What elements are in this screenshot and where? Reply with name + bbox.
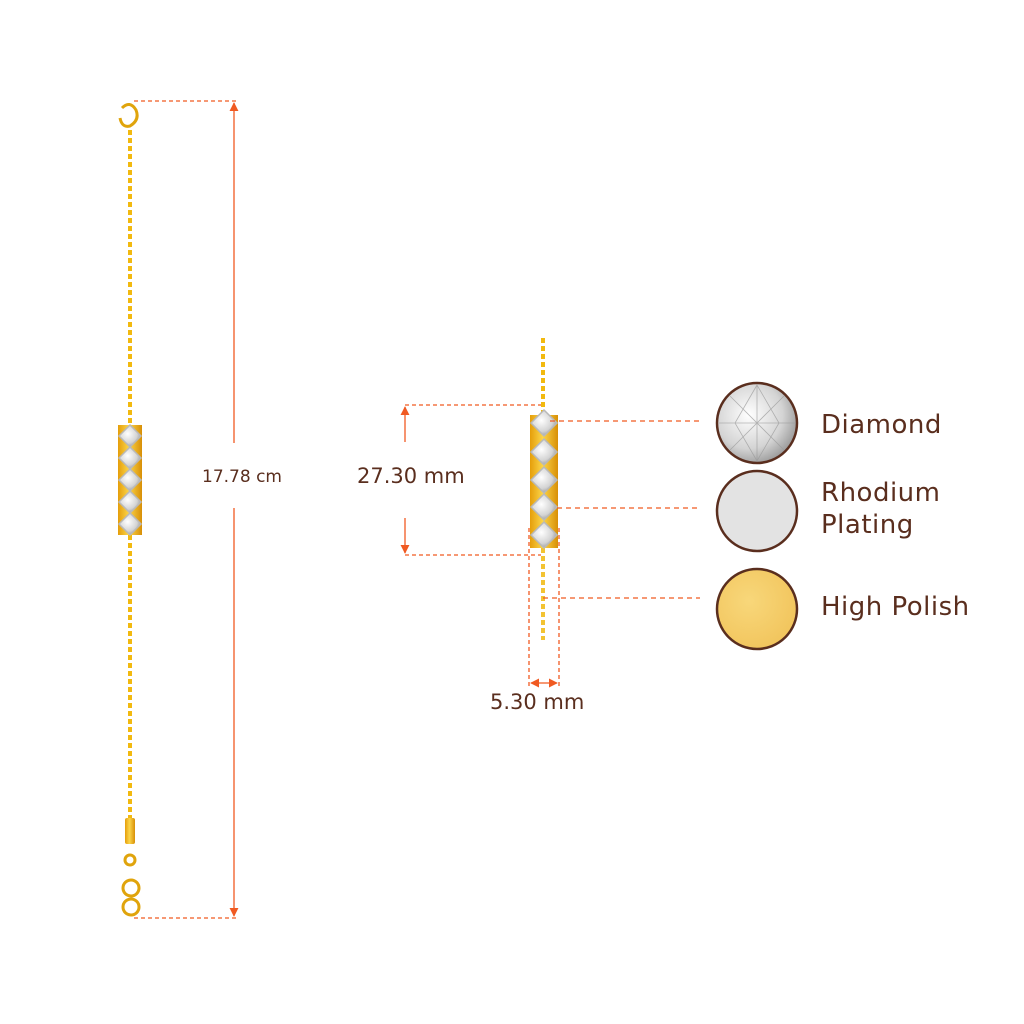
pendant-closeup bbox=[529, 338, 559, 640]
diamond-swatch bbox=[715, 381, 799, 465]
material-label-rhodium: Rhodium Plating bbox=[821, 477, 940, 541]
jump-ring bbox=[121, 897, 141, 917]
material-label-diamond: Diamond bbox=[821, 410, 942, 440]
jump-ring bbox=[121, 878, 141, 898]
material-label-rhodium-line1: Rhodium bbox=[821, 478, 941, 508]
lobster-clasp-icon bbox=[118, 103, 139, 128]
high-polish-swatch bbox=[715, 567, 799, 651]
pendant-width-label: 5.30 mm bbox=[490, 690, 585, 714]
extender-tag bbox=[125, 818, 135, 844]
material-label-rhodium-line2: Plating bbox=[821, 510, 914, 540]
pendant-dimensions bbox=[400, 404, 560, 688]
pendant-length-label: 27.30 mm bbox=[357, 464, 465, 488]
bracelet-full-view bbox=[117, 103, 143, 917]
material-label-high-polish: High Polish bbox=[821, 592, 970, 622]
material-leader-lines bbox=[543, 420, 700, 599]
total-length-dimension bbox=[134, 100, 239, 919]
total-length-label: 17.78 cm bbox=[202, 467, 282, 487]
rhodium-plating-swatch bbox=[715, 469, 799, 553]
